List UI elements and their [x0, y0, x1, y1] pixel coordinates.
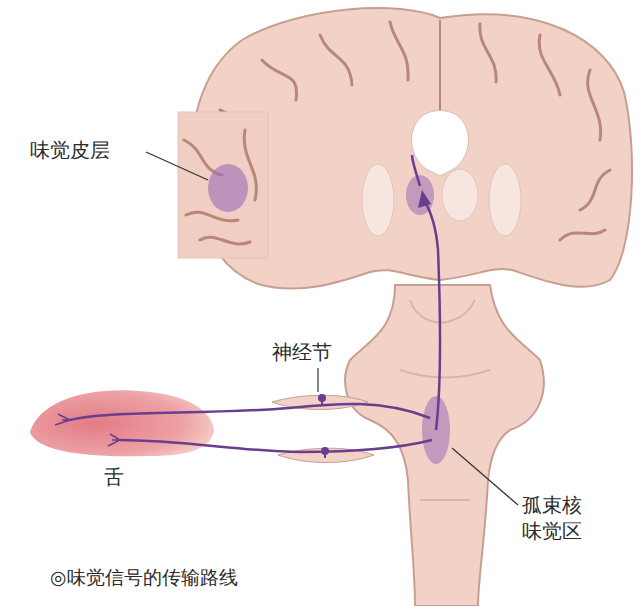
taste-receptor-endings	[55, 414, 120, 446]
leader-line	[452, 448, 518, 505]
arrow-head	[418, 190, 431, 208]
thalamus	[442, 169, 478, 221]
organ-label: 舌	[104, 465, 124, 490]
gyri-lines	[215, 22, 610, 240]
ganglion-stem	[324, 451, 326, 458]
leader-line	[317, 368, 318, 392]
ascending-fiber	[424, 200, 440, 430]
brainstem	[345, 285, 544, 606]
thalamic-fiber	[412, 155, 420, 186]
cortex-inset	[178, 112, 268, 258]
basal-nucleus	[489, 164, 521, 236]
basal-nucleus	[362, 164, 394, 236]
region-label: 味觉皮层	[30, 138, 110, 163]
tongue	[30, 390, 214, 456]
ventricle	[412, 111, 469, 177]
brainstem-contours	[400, 300, 490, 500]
inset-gyri	[184, 130, 256, 244]
nucleus-label: 孤束核 味觉区	[522, 492, 586, 544]
taste-cortex-area	[208, 164, 248, 212]
midline-fissure	[439, 20, 441, 122]
nerve-fiber	[120, 440, 432, 452]
ganglion-label: 神经节	[272, 340, 332, 365]
leader-line	[146, 152, 208, 180]
nerve-fiber	[70, 404, 430, 420]
ganglion-stem	[321, 398, 323, 406]
figure-caption: ◎味觉信号的传输路线	[50, 566, 238, 590]
